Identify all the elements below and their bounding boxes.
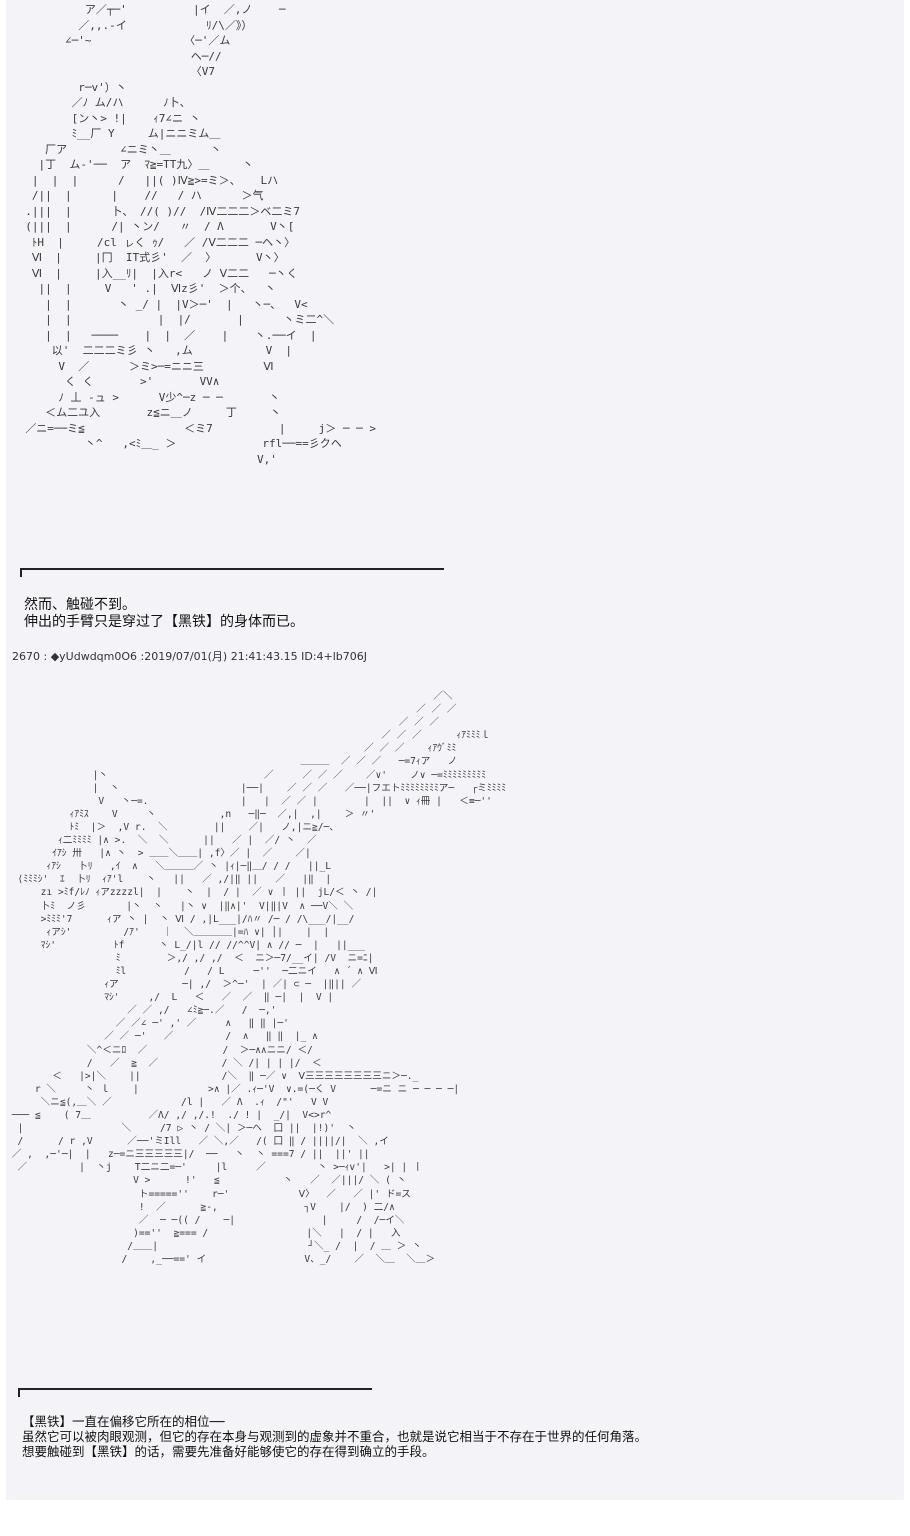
narration-line: 然而、触碰不到。 xyxy=(24,597,136,613)
post-header: 2670 : ◆yUdwdqm0O6 :2019/07/01(月) 21:41:… xyxy=(12,650,368,663)
divider-tick xyxy=(18,1388,20,1397)
narration-line: 想要触碰到【黑铁】的话，需要先准备好能够使它的存在得到确立的手段。 xyxy=(22,1444,435,1459)
narration-block-2: 【黑铁】一直在偏移它所在的相位── 虽然它可以被肉眼观测，但它的存在本身与观测到… xyxy=(22,1414,647,1459)
page-body: ア／┬─' |イ ／,ノ ─ ／,,.-イ ﾘ/\／》） ∠─'~ 〈─'／ム … xyxy=(6,0,904,1500)
narration-divider-2 xyxy=(18,1388,372,1397)
narration-divider-1 xyxy=(20,568,444,577)
narration-line: 虽然它可以被肉眼观测，但它的存在本身与观测到的虚象并不重合，也就是说它相当于不存… xyxy=(22,1429,648,1444)
narration-block-1: 然而、触碰不到。 伸出的手臂只是穿过了【黑铁】的身体而已。 xyxy=(24,597,304,631)
narration-line: 伸出的手臂只是穿过了【黑铁】的身体而已。 xyxy=(24,614,304,630)
ascii-art-figure-bottom: ／＼ ／ ／ ／ ／ ／ ／ xyxy=(11,691,507,1266)
narration-line: 【黑铁】一直在偏移它所在的相位── xyxy=(22,1414,225,1429)
divider-tick xyxy=(20,568,22,577)
ascii-art-figure-top: ア／┬─' |イ ／,ノ ─ ／,,.-イ ﾘ/\／》） ∠─'~ 〈─'／ム … xyxy=(25,3,377,466)
